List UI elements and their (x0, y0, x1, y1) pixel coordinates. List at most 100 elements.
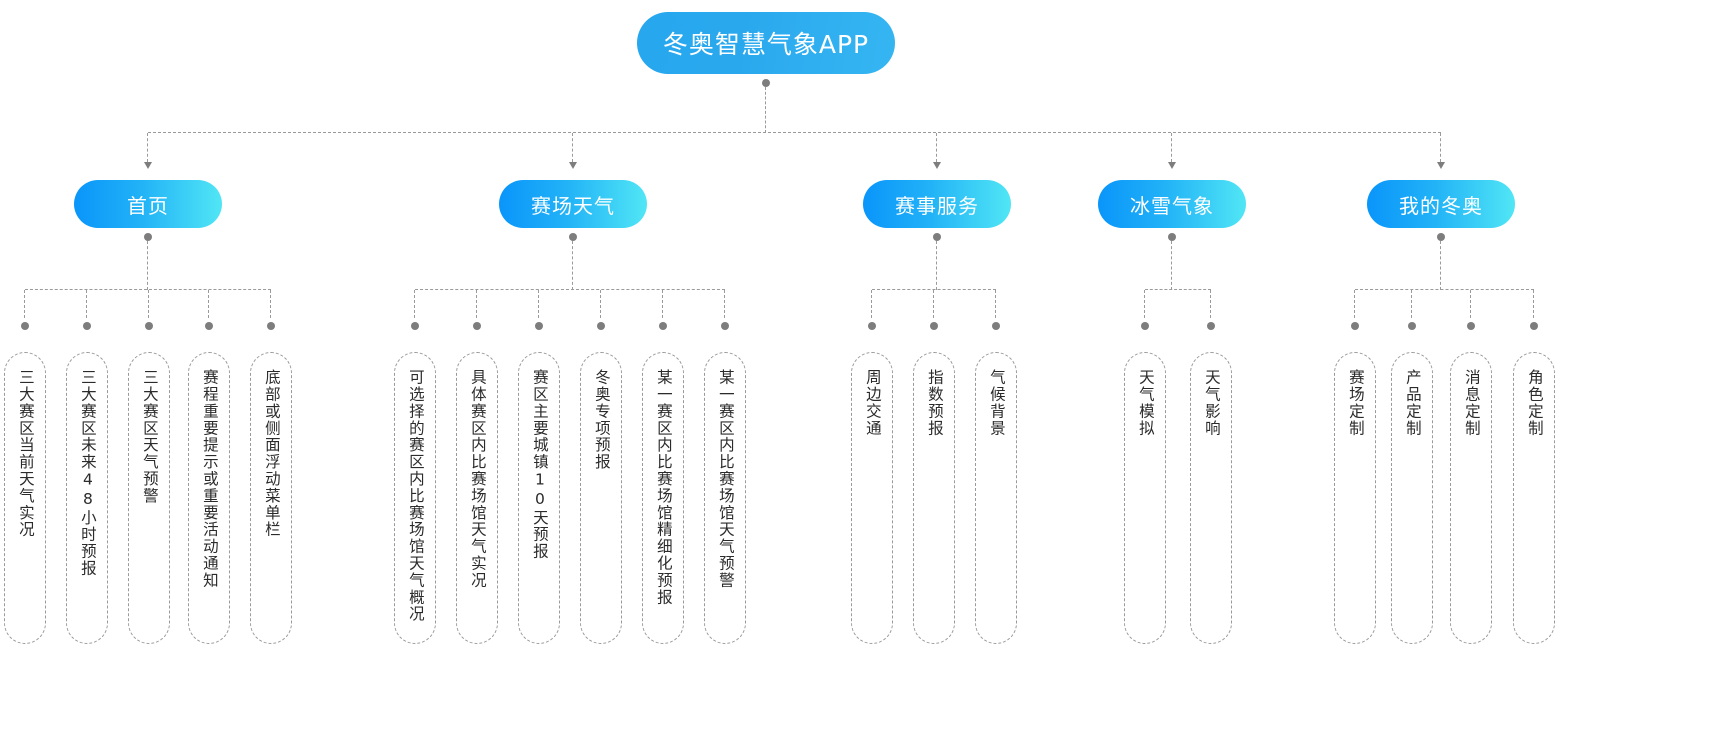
leaf-node[interactable]: 三大赛区天气预警 (128, 352, 170, 644)
level2-node-label: 首页 (127, 193, 169, 218)
leaf-node[interactable]: 产品定制 (1391, 352, 1433, 644)
leaf-node-label: 天气影响 (1202, 369, 1221, 437)
root-stem-line (765, 87, 767, 133)
level2-node-label: 我的冬奥 (1399, 193, 1483, 218)
leaf-connector-dot-venue-weather-5 (721, 322, 729, 330)
leaf-node[interactable]: 可选择的赛区内比赛场馆天气概况 (394, 352, 436, 644)
leaf-connector-dot-home-0 (21, 322, 29, 330)
leaf-node[interactable]: 三大赛区未来48小时预报 (66, 352, 108, 644)
branch-arrow-venue-weather (568, 162, 577, 169)
leaf-node-label: 底部或侧面浮动菜单栏 (262, 369, 281, 538)
leaf-node[interactable]: 底部或侧面浮动菜单栏 (250, 352, 292, 644)
level2-node-home[interactable]: 首页 (74, 180, 222, 228)
leaf-node[interactable]: 赛区主要城镇10天预报 (518, 352, 560, 644)
leaf-drop-line-home-0 (24, 290, 26, 318)
leaf-connector-dot-event-service-1 (930, 322, 938, 330)
leaf-node[interactable]: 赛程重要提示或重要活动通知 (188, 352, 230, 644)
leaf-drop-line-venue-weather-5 (724, 290, 726, 318)
level2-connector-dot-ice-snow (1168, 233, 1176, 241)
leaf-drop-line-home-1 (86, 290, 88, 318)
leaf-node-label: 天气模拟 (1136, 369, 1155, 437)
leaf-node-label: 某一赛区内比赛场馆精细化预报 (654, 369, 673, 606)
level2-node-label: 赛场天气 (531, 193, 615, 218)
leaf-connector-dot-home-3 (205, 322, 213, 330)
leaf-node[interactable]: 气候背景 (975, 352, 1017, 644)
leaf-node[interactable]: 三大赛区当前天气实况 (4, 352, 46, 644)
leaf-node-label: 消息定制 (1462, 369, 1481, 437)
leaf-connector-dot-venue-weather-4 (659, 322, 667, 330)
level2-node-ice-snow[interactable]: 冰雪气象 (1098, 180, 1246, 228)
leaf-drop-line-my-olympics-2 (1470, 290, 1472, 318)
child-bus-my-olympics (1355, 289, 1534, 291)
leaf-node-label: 赛区主要城镇10天预报 (530, 369, 549, 560)
leaf-connector-dot-my-olympics-2 (1467, 322, 1475, 330)
level2-connector-dot-home (144, 233, 152, 241)
leaf-drop-line-my-olympics-0 (1354, 290, 1356, 318)
leaf-drop-line-ice-snow-1 (1210, 290, 1212, 318)
leaf-connector-dot-venue-weather-0 (411, 322, 419, 330)
leaf-node[interactable]: 天气模拟 (1124, 352, 1166, 644)
branch-drop-line-my-olympics (1440, 133, 1442, 162)
leaf-node-label: 赛程重要提示或重要活动通知 (200, 369, 219, 589)
leaf-drop-line-venue-weather-0 (414, 290, 416, 318)
leaf-node-label: 三大赛区天气预警 (140, 369, 159, 505)
leaf-drop-line-event-service-2 (995, 290, 997, 318)
level2-node-event-service[interactable]: 赛事服务 (863, 180, 1011, 228)
level2-node-label: 赛事服务 (895, 193, 979, 218)
leaf-node-label: 赛场定制 (1346, 369, 1365, 437)
leaf-node-label: 三大赛区未来48小时预报 (78, 369, 97, 577)
child-bus-event-service (872, 289, 996, 291)
level2-stem-line-my-olympics (1440, 241, 1442, 290)
leaf-node[interactable]: 赛场定制 (1334, 352, 1376, 644)
leaf-drop-line-home-3 (208, 290, 210, 318)
child-bus-venue-weather (415, 289, 725, 291)
branch-arrow-event-service (932, 162, 941, 169)
leaf-connector-dot-venue-weather-3 (597, 322, 605, 330)
leaf-drop-line-ice-snow-0 (1144, 290, 1146, 318)
leaf-drop-line-venue-weather-1 (476, 290, 478, 318)
child-bus-home (25, 289, 271, 291)
leaf-node-label: 可选择的赛区内比赛场馆天气概况 (406, 369, 425, 623)
child-bus-ice-snow (1145, 289, 1211, 291)
leaf-connector-dot-event-service-0 (868, 322, 876, 330)
leaf-node[interactable]: 冬奥专项预报 (580, 352, 622, 644)
root-connector-dot (762, 79, 770, 87)
leaf-connector-dot-my-olympics-1 (1408, 322, 1416, 330)
leaf-connector-dot-home-1 (83, 322, 91, 330)
leaf-drop-line-my-olympics-3 (1533, 290, 1535, 318)
leaf-node[interactable]: 角色定制 (1513, 352, 1555, 644)
level2-connector-dot-event-service (933, 233, 941, 241)
leaf-node-label: 周边交通 (863, 369, 882, 437)
leaf-node[interactable]: 天气影响 (1190, 352, 1232, 644)
branch-drop-line-venue-weather (572, 133, 574, 162)
leaf-node-label: 某一赛区内比赛场馆天气预警 (716, 369, 735, 589)
level2-connector-dot-my-olympics (1437, 233, 1445, 241)
branch-arrow-home (143, 162, 152, 169)
leaf-node[interactable]: 指数预报 (913, 352, 955, 644)
leaf-node-label: 冬奥专项预报 (592, 369, 611, 471)
branch-drop-line-home (147, 133, 149, 162)
level2-stem-line-home (147, 241, 149, 290)
leaf-node[interactable]: 某一赛区内比赛场馆天气预警 (704, 352, 746, 644)
leaf-node-label: 具体赛区内比赛场馆天气实况 (468, 369, 487, 589)
level2-stem-line-event-service (936, 241, 938, 290)
root-node-app-title[interactable]: 冬奥智慧气象APP (637, 12, 895, 74)
leaf-drop-line-home-2 (148, 290, 150, 318)
leaf-node[interactable]: 具体赛区内比赛场馆天气实况 (456, 352, 498, 644)
branch-drop-line-ice-snow (1171, 133, 1173, 162)
level2-node-my-olympics[interactable]: 我的冬奥 (1367, 180, 1515, 228)
root-node-label: 冬奥智慧气象APP (662, 30, 870, 59)
leaf-node-label: 指数预报 (925, 369, 944, 437)
level2-node-venue-weather[interactable]: 赛场天气 (499, 180, 647, 228)
leaf-drop-line-home-4 (270, 290, 272, 318)
leaf-connector-dot-ice-snow-1 (1207, 322, 1215, 330)
level2-stem-line-ice-snow (1171, 241, 1173, 290)
branch-arrow-my-olympics (1436, 162, 1445, 169)
branch-arrow-ice-snow (1167, 162, 1176, 169)
leaf-node[interactable]: 消息定制 (1450, 352, 1492, 644)
leaf-node[interactable]: 某一赛区内比赛场馆精细化预报 (642, 352, 684, 644)
leaf-drop-line-venue-weather-3 (600, 290, 602, 318)
leaf-drop-line-event-service-0 (871, 290, 873, 318)
leaf-node[interactable]: 周边交通 (851, 352, 893, 644)
